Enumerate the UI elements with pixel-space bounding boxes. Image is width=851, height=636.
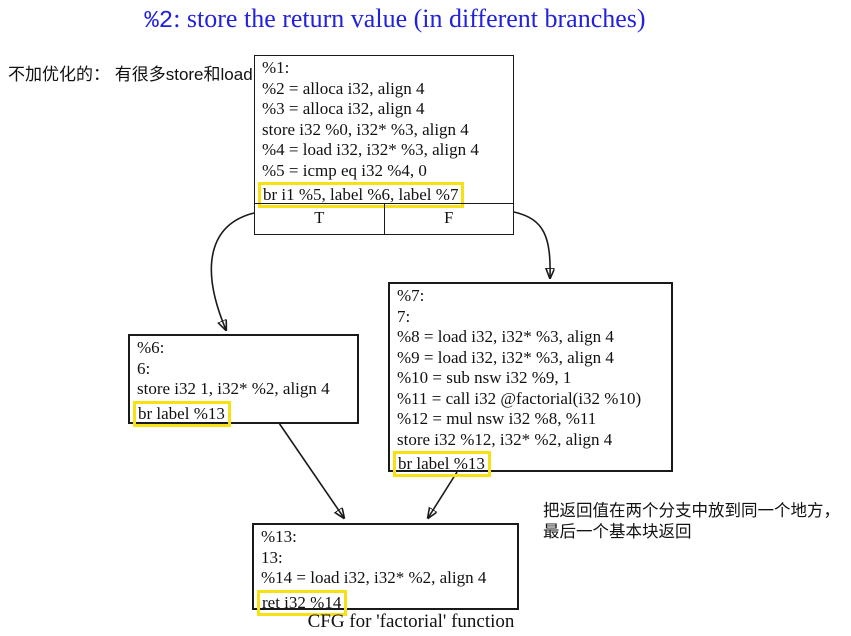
- edge-block7-to-block13-arrow: [428, 471, 458, 518]
- ir-instruction: 6:: [137, 358, 151, 378]
- ir-instruction: 13:: [261, 547, 283, 567]
- ir-instruction: %14 = load i32, i32* %2, align 4: [261, 568, 487, 587]
- ir-instruction: 7:: [397, 306, 411, 326]
- title-text: : store the return value (in different b…: [173, 4, 646, 33]
- branch-true-cell: T: [314, 208, 325, 227]
- basic-block-6-body: %6: 6: store i32 1, i32* %2, align 4 br …: [130, 336, 357, 427]
- annotation-right-line2: 最后一个基本块返回: [543, 523, 692, 541]
- ir-instruction-highlighted-wrap: br i1 %5, label %6, label %7: [258, 181, 507, 208]
- ir-instruction: %10 = sub nsw i32 %9, 1: [397, 368, 572, 387]
- ir-instruction: store i32 1, i32* %2, align 4: [137, 379, 330, 398]
- basic-block-7: %7: 7: %8 = load i32, i32* %3, align 4 %…: [388, 282, 673, 477]
- highlighted-branch-instruction: br label %13: [133, 400, 231, 427]
- page-title: %2: store the return value (in different…: [0, 4, 790, 35]
- title-code-fragment: %2: [144, 8, 174, 35]
- basic-block-13-body: %13: 13: %14 = load i32, i32* %2, align …: [254, 525, 517, 616]
- basic-block-13: %13: 13: %14 = load i32, i32* %2, align …: [252, 523, 519, 616]
- highlighted-return-instruction: ret i32 %14: [257, 589, 348, 616]
- cfg-caption: CFG for 'factorial' function: [307, 611, 515, 632]
- ir-instruction: %11 = call i32 @factorial(i32 %10): [397, 388, 642, 408]
- ir-instruction: %2 = alloca i32, align 4: [262, 78, 425, 98]
- basic-block-entry: %1: %2 = alloca i32, align 4 %3 = alloca…: [254, 55, 514, 235]
- ir-instruction: %5 = icmp eq i32 %4, 0: [262, 160, 427, 180]
- edge-true-arrow: [210, 212, 255, 330]
- basic-block-7-body: %7: 7: %8 = load i32, i32* %3, align 4 %…: [390, 284, 671, 477]
- highlighted-branch-instruction: br i1 %5, label %6, label %7: [258, 182, 465, 208]
- ir-instruction: %9 = load i32, i32* %3, align 4: [397, 347, 614, 367]
- ir-instruction: %12 = mul nsw i32 %8, %11: [397, 409, 597, 428]
- annotation-right-line1: 把返回值在两个分支中放到同一个地方，: [543, 502, 840, 520]
- ir-instruction: store i32 %0, i32* %3, align 4: [262, 119, 469, 139]
- ir-instruction: %1:: [262, 58, 290, 77]
- ir-instruction-highlighted-wrap: br label %13: [393, 450, 665, 477]
- ir-instruction: %7:: [397, 286, 425, 305]
- branch-false-cell: F: [383, 204, 514, 234]
- basic-block-6: %6: 6: store i32 1, i32* %2, align 4 br …: [128, 334, 359, 427]
- highlighted-branch-instruction: br label %13: [393, 451, 491, 477]
- ir-instruction: store i32 %12, i32* %2, align 4: [397, 429, 613, 449]
- ir-instruction-highlighted-wrap: ret i32 %14: [257, 589, 511, 616]
- ir-instruction: %13:: [261, 527, 297, 546]
- ir-instruction: %4 = load i32, i32* %3, align 4: [262, 140, 479, 159]
- edge-false-arrow: [513, 211, 550, 278]
- annotation-right: 把返回值在两个分支中放到同一个地方， 最后一个基本块返回: [543, 501, 840, 543]
- annotation-left: 不加优化的： 有很多store和load: [8, 65, 253, 84]
- ir-instruction: %3 = alloca i32, align 4: [262, 99, 425, 118]
- ir-instruction-highlighted-wrap: br label %13: [133, 400, 351, 427]
- branch-label-row: T F: [255, 203, 513, 234]
- edge-block6-to-block13-arrow: [278, 422, 344, 518]
- basic-block-entry-body: %1: %2 = alloca i32, align 4 %3 = alloca…: [255, 56, 513, 208]
- ir-instruction: %8 = load i32, i32* %3, align 4: [397, 327, 614, 346]
- ir-instruction: %6:: [137, 338, 165, 357]
